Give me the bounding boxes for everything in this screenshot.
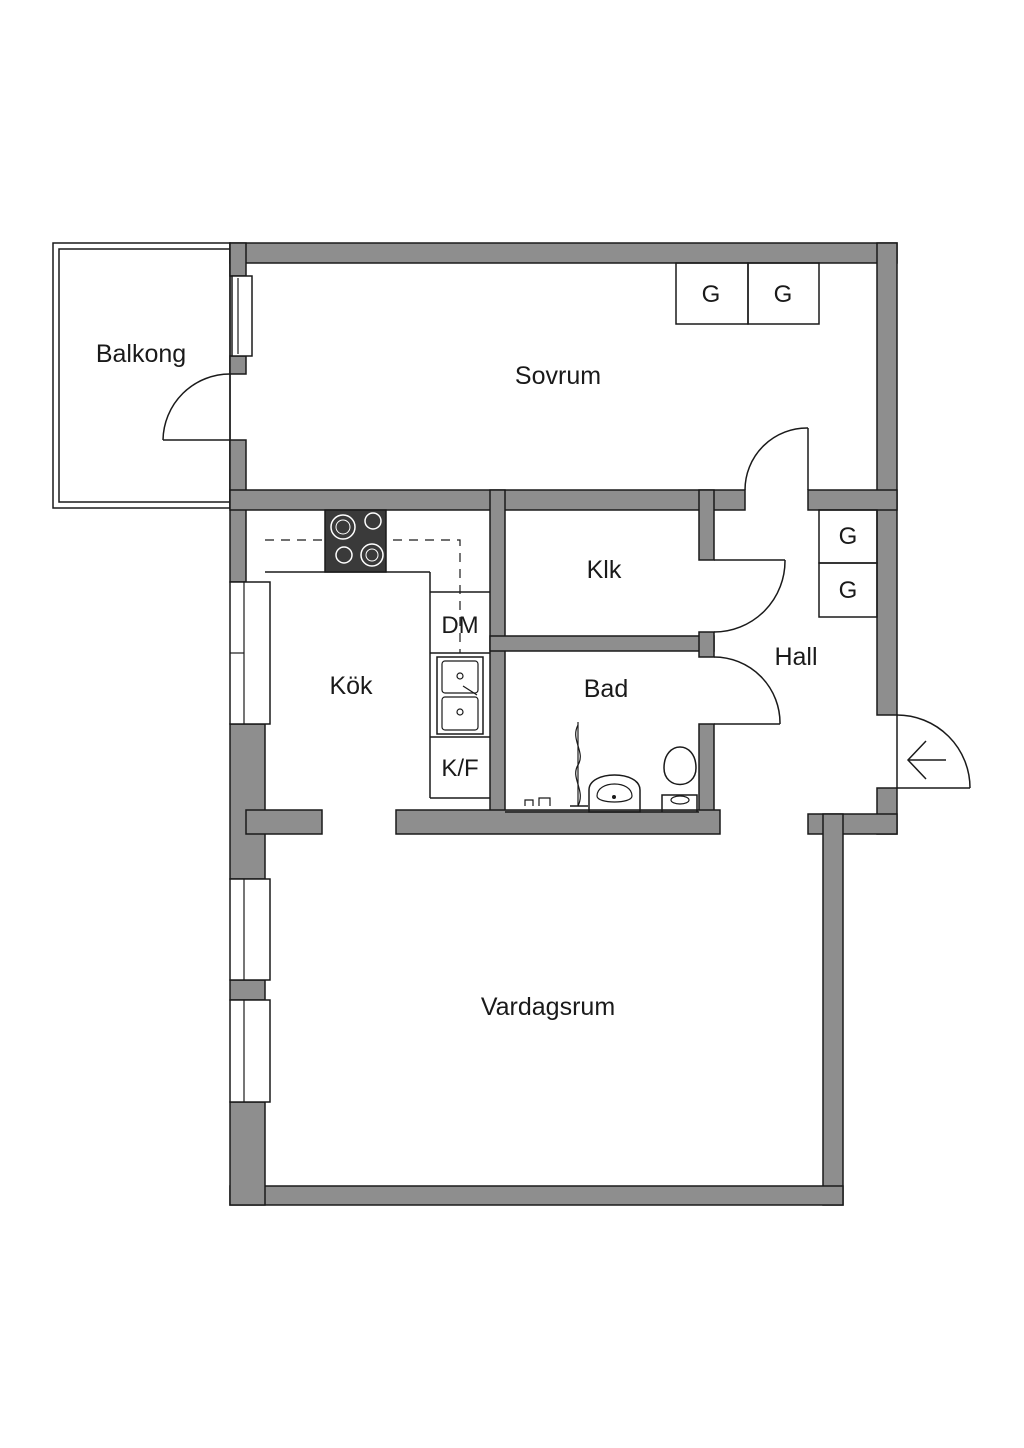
- doors: [162, 373, 971, 789]
- walls: [229, 242, 898, 1206]
- wardrobe-label: G: [839, 523, 858, 550]
- fixture-labels: G G G G DM K/F: [441, 281, 857, 782]
- balcony: [52, 242, 231, 509]
- wardrobe-label: G: [702, 281, 721, 308]
- wardrobe-label: G: [839, 577, 858, 604]
- room-label-kok: Kök: [329, 672, 373, 700]
- arrow-left-icon: [906, 740, 946, 780]
- room-label-vardagsrum: Vardagsrum: [481, 993, 615, 1021]
- room-label-balkong: Balkong: [96, 340, 186, 368]
- room-label-bad: Bad: [584, 675, 628, 703]
- hall-wardrobes: [818, 509, 878, 618]
- dishwasher-label: DM: [441, 612, 478, 639]
- bathroom-fixtures: [505, 722, 699, 813]
- room-label-sovrum: Sovrum: [515, 362, 601, 390]
- kitchen-sink: [436, 656, 484, 735]
- fridge-freezer-label: K/F: [441, 755, 478, 782]
- bedroom-wardrobes: [675, 262, 820, 325]
- room-label-hall: Hall: [774, 643, 817, 671]
- windows: [229, 275, 271, 1103]
- room-labels: Balkong Sovrum Klk Kök Bad Hall Vardagsr…: [96, 340, 818, 1021]
- room-label-klk: Klk: [587, 556, 622, 584]
- stove: [324, 509, 387, 573]
- wardrobe-label: G: [774, 281, 793, 308]
